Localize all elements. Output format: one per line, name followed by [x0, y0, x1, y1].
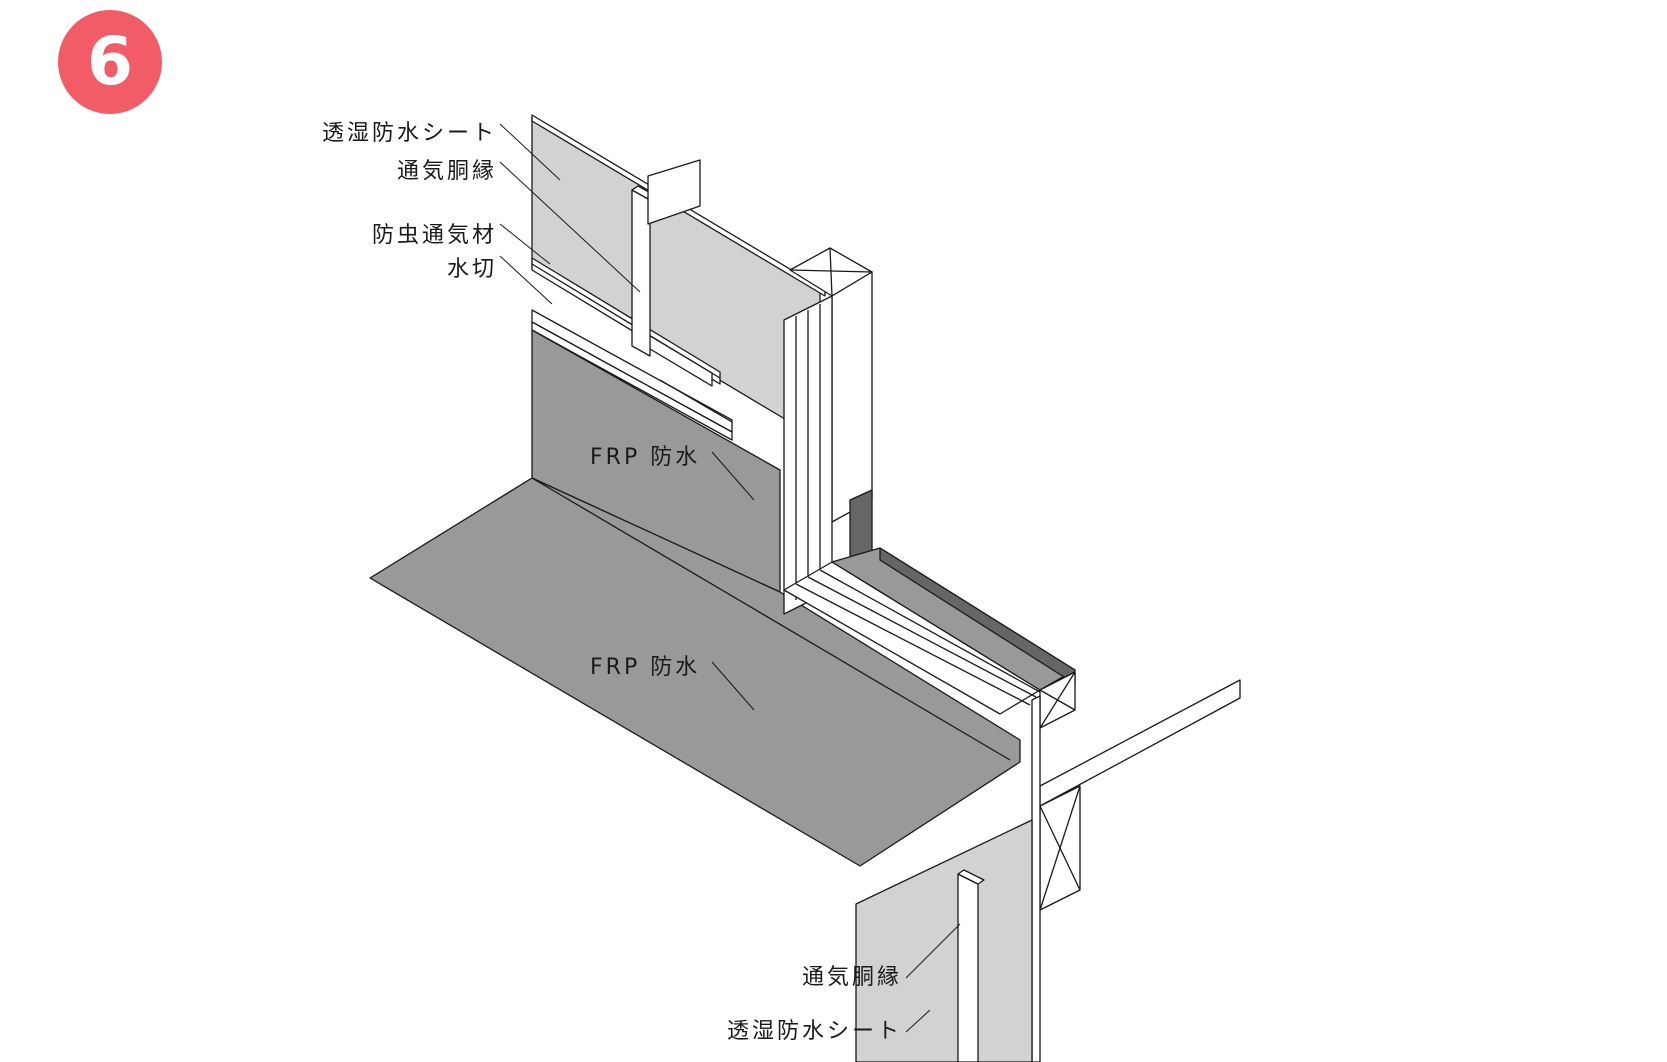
label-lower-breathable-sheet: 透湿防水シート — [726, 1019, 902, 1044]
upper-vertical-furring — [631, 189, 651, 357]
label-frp-wall: FRP 防水 — [590, 445, 701, 470]
lower-breathable-sheet — [855, 819, 1033, 1062]
corner-post — [831, 271, 873, 523]
label-upper-breathable-sheet: 透湿防水シート — [321, 121, 497, 146]
label-lower-furring: 通気胴縁 — [801, 965, 902, 990]
frp-floor — [369, 477, 1021, 867]
lower-vertical-furring — [957, 873, 979, 1062]
label-insect-vent: 防虫通気材 — [371, 223, 497, 248]
step-badge: 6 — [58, 10, 162, 114]
label-upper-furring: 通気胴縁 — [396, 159, 497, 184]
label-flashing: 水切 — [446, 257, 497, 282]
wall-stud — [647, 159, 701, 225]
leader-lines — [499, 123, 961, 1033]
label-frp-floor: FRP 防水 — [590, 655, 701, 680]
vertical-drip-edge — [1031, 695, 1041, 1062]
